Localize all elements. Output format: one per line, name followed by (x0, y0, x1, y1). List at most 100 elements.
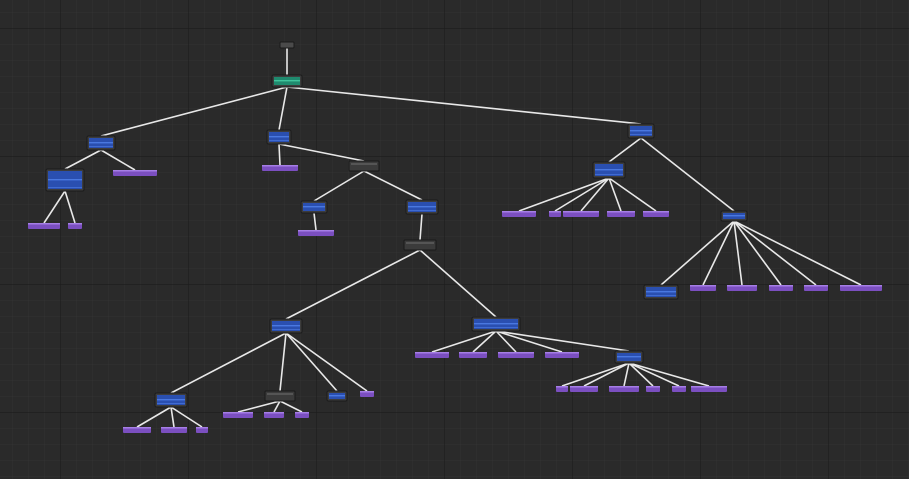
task-node-c8[interactable] (360, 391, 374, 397)
edge-E1-f3 (580, 177, 610, 212)
composite-node-B[interactable] (266, 129, 292, 145)
composite-node-g1[interactable] (643, 284, 679, 300)
edge-C11-c1 (136, 406, 172, 428)
edge-B-D1 (278, 143, 365, 162)
task-node-c5[interactable] (264, 412, 284, 418)
edge-C11-c3 (170, 406, 203, 428)
task-node-c2[interactable] (161, 427, 187, 433)
edge-C3-e5 (628, 362, 680, 387)
task-node-d2[interactable] (459, 352, 487, 358)
edge-C3-e2 (583, 362, 630, 387)
task-node-a3[interactable] (113, 170, 157, 176)
task-node-g4[interactable] (769, 285, 793, 291)
task-node-f5[interactable] (643, 211, 669, 217)
edge-E2-g5 (733, 220, 817, 286)
task-node-a1[interactable] (28, 223, 60, 229)
edge-E2-g1 (660, 220, 735, 286)
edge-E1-f1 (518, 177, 610, 212)
edge-A1-a2 (64, 190, 76, 224)
edge-D3-c5 (273, 400, 281, 413)
edge-B3-D2 (419, 213, 423, 241)
edge-D2-C1 (285, 249, 421, 320)
task-node-g2[interactable] (690, 285, 716, 291)
edge-E2-g3 (733, 220, 743, 286)
edge-E1-f5 (608, 177, 657, 212)
edge-C3-e6 (628, 362, 710, 387)
task-node-b2[interactable] (298, 230, 334, 236)
composite-node-C11[interactable] (154, 392, 188, 408)
edge-E-E2 (640, 137, 735, 212)
edge-C1-c8 (285, 332, 368, 392)
task-node-e1[interactable] (556, 386, 568, 392)
edge-D3-c4 (237, 400, 281, 413)
edge-C2-C3 (495, 330, 630, 352)
edge-B2-b2 (313, 212, 317, 231)
composite-node-A1[interactable] (45, 168, 85, 192)
edge-D1-B2 (313, 170, 365, 202)
edge-C1-C11 (170, 332, 287, 394)
decorator-node-D2[interactable] (403, 239, 437, 251)
composite-node-C2[interactable] (471, 316, 521, 332)
edge-E2-g4 (733, 220, 782, 286)
edge-C2-d2 (472, 330, 497, 353)
edge-layer (43, 48, 862, 428)
composite-node-C3[interactable] (614, 350, 644, 364)
task-node-d4[interactable] (545, 352, 579, 358)
task-node-c6[interactable] (295, 412, 309, 418)
edge-C3-e3 (623, 362, 630, 387)
composite-node-B3[interactable] (405, 199, 439, 215)
node-layer (28, 41, 882, 433)
edge-D2-C2 (419, 249, 497, 318)
composite-node-E2[interactable] (720, 210, 748, 222)
composite-node-C1[interactable] (269, 318, 303, 334)
decorator-node-D3[interactable] (264, 390, 296, 402)
decorator-node-D1[interactable] (348, 160, 380, 172)
edge-C2-d4 (495, 330, 563, 353)
composite-node-A[interactable] (86, 135, 116, 151)
edge-B-b1 (278, 143, 281, 166)
edge-C2-d3 (495, 330, 517, 353)
composite-node-E1[interactable] (592, 161, 626, 179)
edge-C3-e4 (628, 362, 654, 387)
edge-A-a3 (100, 149, 136, 171)
edge-E2-g6 (733, 220, 862, 286)
edge-E1-f4 (608, 177, 622, 212)
edge-C1-c7 (285, 332, 338, 392)
task-node-a2[interactable] (68, 223, 82, 229)
edge-C11-c2 (170, 406, 175, 428)
task-node-c4[interactable] (223, 412, 253, 418)
task-node-e4[interactable] (646, 386, 660, 392)
edge-A1-a1 (43, 190, 66, 224)
task-node-b1[interactable] (262, 165, 298, 171)
edge-E-E1 (608, 137, 642, 163)
task-node-d1[interactable] (415, 352, 449, 358)
task-node-f3[interactable] (563, 211, 599, 217)
edge-A-A1 (64, 149, 102, 170)
edge-E2-g2 (702, 220, 735, 286)
task-node-e6[interactable] (691, 386, 727, 392)
edge-D3-c6 (279, 400, 303, 413)
task-node-c3[interactable] (196, 427, 208, 433)
task-node-e3[interactable] (609, 386, 639, 392)
edge-E1-f2 (554, 177, 610, 212)
task-node-e2[interactable] (570, 386, 598, 392)
task-node-g5[interactable] (804, 285, 828, 291)
root-node-root[interactable] (271, 74, 303, 88)
task-node-g6[interactable] (840, 285, 882, 291)
edge-C3-e1 (561, 362, 630, 387)
task-node-d3[interactable] (498, 352, 534, 358)
entry-node-entry[interactable] (279, 41, 295, 49)
task-node-c1[interactable] (123, 427, 151, 433)
task-node-e5[interactable] (672, 386, 686, 392)
task-node-f1[interactable] (502, 211, 536, 217)
task-node-g3[interactable] (727, 285, 757, 291)
composite-node-c7[interactable] (326, 390, 348, 402)
task-node-f4[interactable] (607, 211, 635, 217)
composite-node-B2[interactable] (300, 200, 328, 214)
task-node-f2[interactable] (549, 211, 561, 217)
edge-C2-d1 (431, 330, 497, 353)
composite-node-E[interactable] (627, 123, 655, 139)
